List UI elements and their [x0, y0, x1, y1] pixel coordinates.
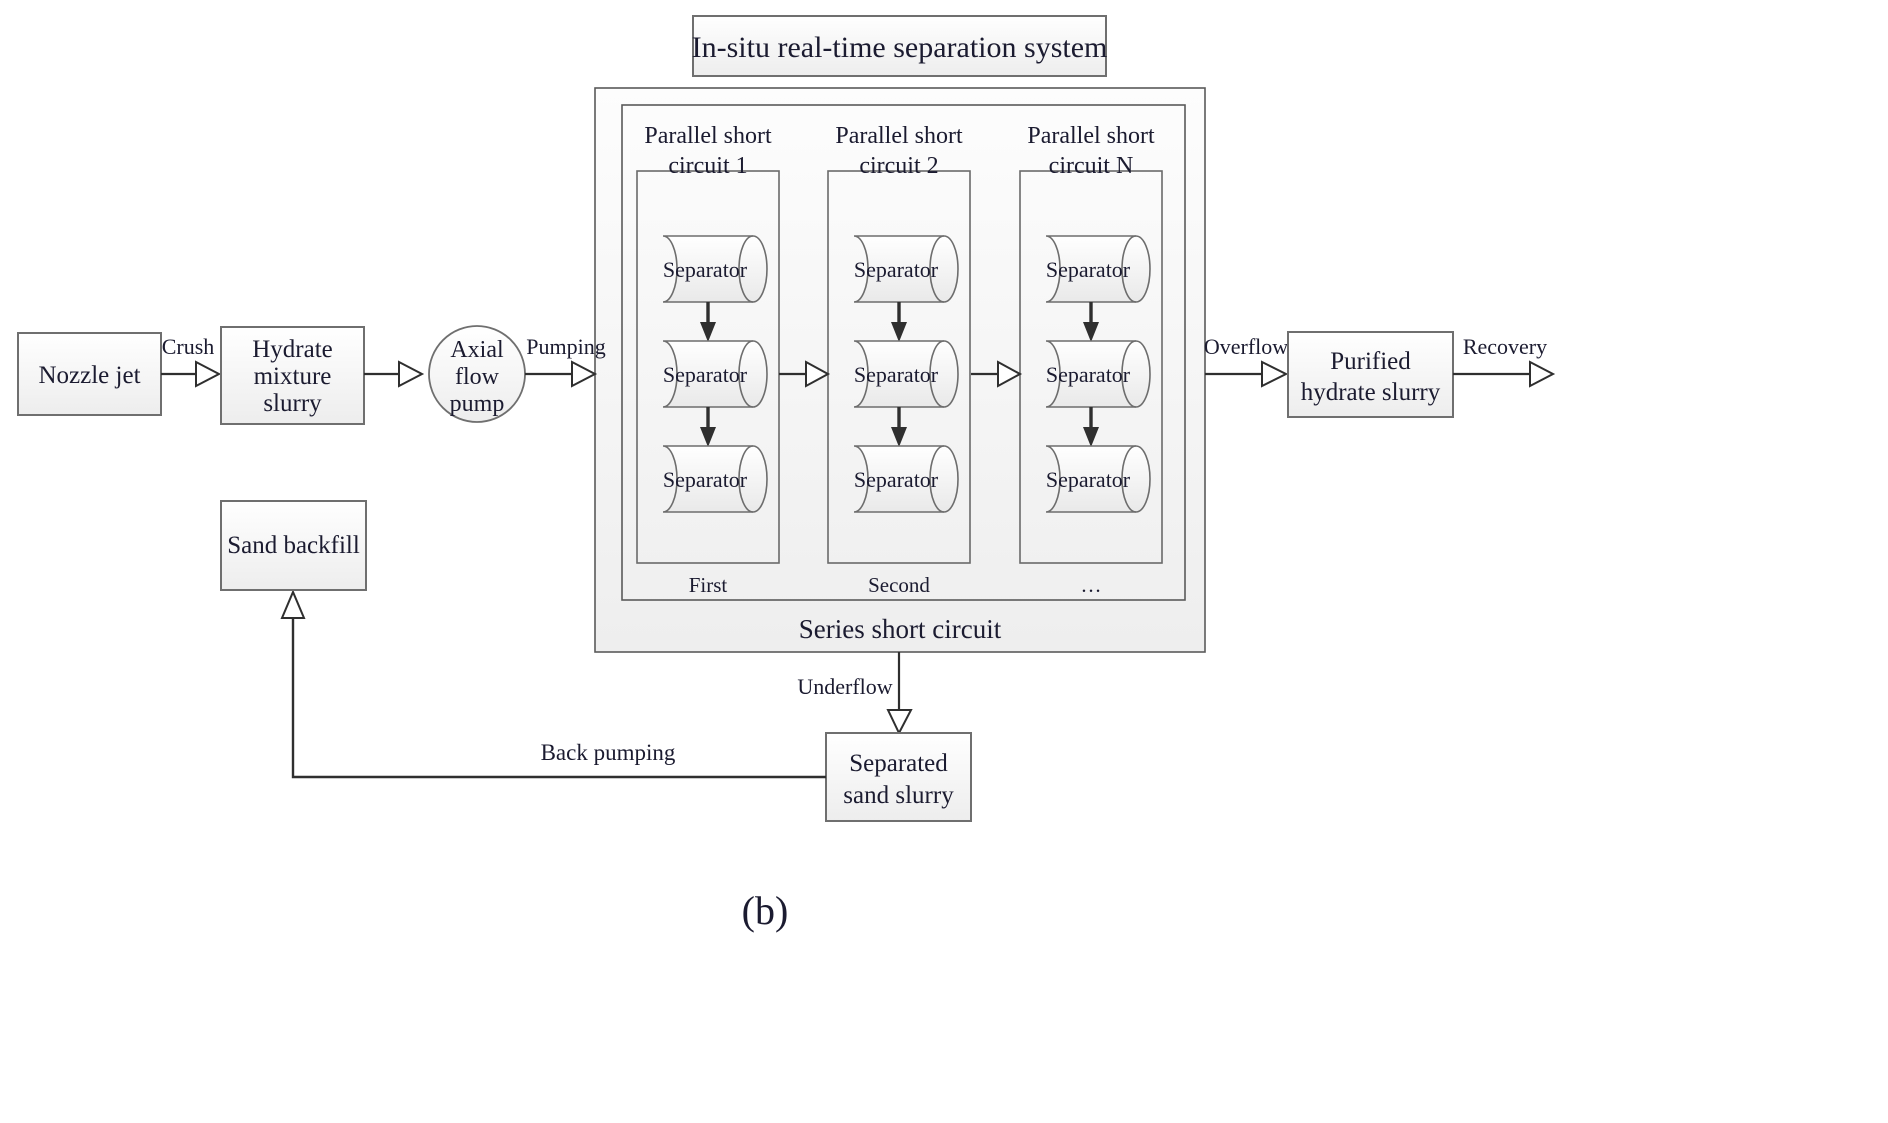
edge-label-back-pumping: Back pumping — [541, 740, 676, 765]
parallel-short-circuit-1: Parallel short circuit 1 First Separator… — [636, 123, 780, 597]
separator-label: Separator — [1046, 362, 1131, 387]
separator-cylinder: Separator — [1046, 235, 1151, 303]
separator-label: Separator — [663, 362, 748, 387]
axial-flow-pump-line3: pump — [450, 391, 505, 417]
column-3-flow-arrow-2 — [1083, 407, 1099, 447]
column-1-header-line2: circuit 1 — [668, 153, 747, 179]
hydrate-mixture-slurry-line2: mixture — [254, 363, 332, 390]
column-1-flow-arrow-1 — [700, 302, 716, 342]
column-3-header-line1: Parallel short — [1027, 123, 1155, 149]
parallel-circuits-container — [621, 104, 1186, 601]
separator-label: Separator — [1046, 257, 1131, 282]
column-2-flow-arrow-2 — [891, 407, 907, 447]
edge-underflow: Underflow — [797, 652, 913, 736]
sand-backfill-label: Sand backfill — [227, 532, 360, 559]
separator-label: Separator — [854, 362, 939, 387]
column-3-flow-arrow-1 — [1083, 302, 1099, 342]
column-2-to-3-arrow — [971, 360, 1023, 388]
separator-label: Separator — [663, 467, 748, 492]
separated-sand-slurry-line1: Separated — [849, 750, 948, 777]
edge-label-crush: Crush — [162, 334, 215, 359]
parallel-short-circuit-n: Parallel short circuit N … Separator Sep… — [1019, 123, 1163, 597]
column-2-footer: Second — [868, 573, 930, 597]
node-hydrate-mixture-slurry: Hydrate mixture slurry — [220, 326, 365, 425]
node-sand-backfill: Sand backfill — [220, 500, 367, 591]
edge-back-pumping: Back pumping — [280, 589, 826, 779]
edge-pumping: Pumping — [525, 334, 606, 388]
figure-caption: (b) — [742, 888, 789, 933]
axial-flow-pump-line2: flow — [455, 364, 500, 390]
separator-cylinder: Separator — [663, 235, 768, 303]
edge-recovery: Recovery — [1453, 334, 1556, 388]
column-2-flow-arrow-1 — [891, 302, 907, 342]
separated-sand-slurry-line2: sand slurry — [843, 782, 954, 809]
separator-cylinder: Separator — [1046, 445, 1151, 513]
edge-label-recovery: Recovery — [1463, 334, 1547, 359]
edge-crush: Crush — [161, 334, 222, 388]
separator-cylinder: Separator — [1046, 340, 1151, 408]
purified-hydrate-slurry-line2: hydrate slurry — [1301, 379, 1441, 406]
axial-flow-pump-line1: Axial — [450, 337, 504, 363]
edge-slurry-to-pump — [364, 360, 425, 388]
column-2-header-line2: circuit 2 — [859, 153, 938, 179]
title-box: In-situ real-time separation system — [692, 15, 1108, 77]
node-nozzle-jet: Nozzle jet — [17, 332, 162, 416]
series-short-circuit-label: Series short circuit — [799, 614, 1002, 644]
separator-cylinder: Separator — [854, 235, 959, 303]
column-1-flow-arrow-2 — [700, 407, 716, 447]
parallel-short-circuit-2: Parallel short circuit 2 Second Separato… — [827, 123, 971, 597]
hydrate-mixture-slurry-line3: slurry — [263, 390, 322, 417]
column-1-header-line1: Parallel short — [644, 123, 772, 149]
column-3-footer: … — [1081, 573, 1102, 597]
purified-hydrate-slurry-line1: Purified — [1330, 348, 1411, 375]
nozzle-jet-label: Nozzle jet — [38, 362, 140, 389]
node-purified-hydrate-slurry: Purified hydrate slurry — [1287, 331, 1454, 418]
edge-label-overflow: Overflow — [1204, 334, 1288, 359]
separator-cylinder: Separator — [854, 445, 959, 513]
column-3-header-line2: circuit N — [1049, 153, 1134, 179]
column-1-footer: First — [689, 573, 728, 597]
edge-overflow: Overflow — [1204, 334, 1288, 388]
separator-label: Separator — [1046, 467, 1131, 492]
edge-label-underflow: Underflow — [797, 674, 892, 699]
node-axial-flow-pump: Axial flow pump — [428, 325, 526, 423]
separator-label: Separator — [854, 467, 939, 492]
column-2-header-line1: Parallel short — [835, 123, 963, 149]
hydrate-mixture-slurry-line1: Hydrate — [252, 336, 333, 363]
separator-label: Separator — [854, 257, 939, 282]
title-box-label: In-situ real-time separation system — [692, 31, 1108, 64]
edge-label-pumping: Pumping — [526, 334, 605, 359]
separator-label: Separator — [663, 257, 748, 282]
separator-cylinder: Separator — [854, 340, 959, 408]
separator-cylinder: Separator — [663, 340, 768, 408]
node-separated-sand-slurry: Separated sand slurry — [825, 732, 972, 822]
column-1-to-2-arrow — [779, 360, 831, 388]
separator-cylinder: Separator — [663, 445, 768, 513]
